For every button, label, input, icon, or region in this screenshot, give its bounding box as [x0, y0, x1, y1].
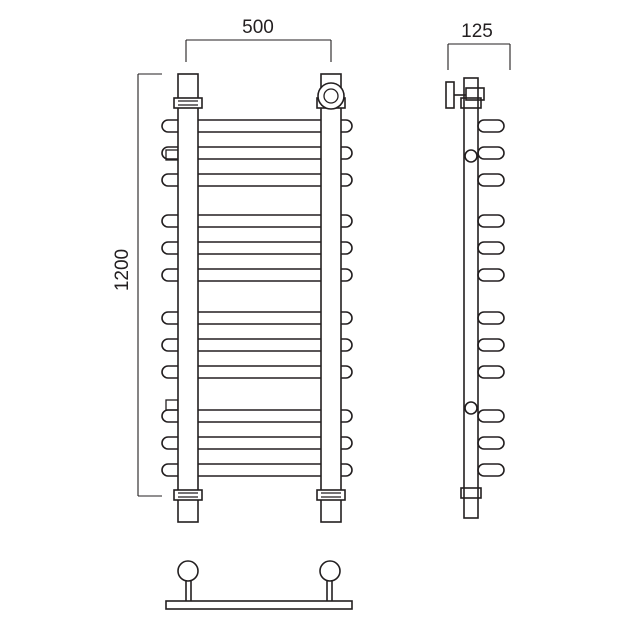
- side-rung-end: [477, 436, 505, 450]
- rung: [161, 146, 353, 160]
- rung: [161, 463, 353, 477]
- depth-label: 125: [461, 21, 493, 42]
- side-rung-end: [477, 463, 505, 477]
- side-upright: [463, 77, 479, 519]
- side-bracket: [464, 401, 478, 415]
- top-rail: [165, 600, 353, 610]
- side-rung-end: [477, 173, 505, 187]
- top-view: [165, 560, 353, 610]
- side-rung-end: [477, 365, 505, 379]
- side-rung-end: [477, 214, 505, 228]
- top-post-knob: [177, 560, 199, 582]
- side-rung-end: [477, 241, 505, 255]
- bottom-fittings: [173, 489, 346, 501]
- wall-brackets: [165, 149, 179, 411]
- front-view: [161, 73, 353, 523]
- rung: [161, 365, 353, 379]
- left-upright: [177, 73, 199, 523]
- side-rung-end: [477, 409, 505, 423]
- height-label: 1200: [112, 249, 133, 291]
- side-view: [445, 77, 505, 519]
- right-upright: [320, 73, 342, 523]
- rung: [161, 311, 353, 325]
- top-post-knob: [319, 560, 341, 582]
- side-rung-end: [477, 338, 505, 352]
- side-rungs: [477, 119, 505, 477]
- side-bottom-fitting: [460, 487, 482, 499]
- valve-handle: [317, 82, 345, 110]
- side-valve-icon: [445, 81, 485, 109]
- side-rung-end: [477, 146, 505, 160]
- depth-dimension: 125: [447, 21, 511, 70]
- rung: [161, 214, 353, 228]
- rung: [161, 268, 353, 282]
- rung: [161, 119, 353, 133]
- rung: [161, 241, 353, 255]
- width-dimension: 500: [185, 17, 332, 62]
- rung: [161, 173, 353, 187]
- side-rung-end: [477, 268, 505, 282]
- rung: [161, 436, 353, 450]
- rung: [161, 338, 353, 352]
- height-dimension: 1200: [112, 73, 162, 497]
- front-rungs: [161, 119, 353, 477]
- side-top-fitting: [460, 97, 482, 109]
- rung: [161, 409, 353, 423]
- side-rung-end: [477, 119, 505, 133]
- side-bracket: [464, 149, 478, 163]
- side-rung-end: [477, 311, 505, 325]
- width-label: 500: [242, 17, 274, 38]
